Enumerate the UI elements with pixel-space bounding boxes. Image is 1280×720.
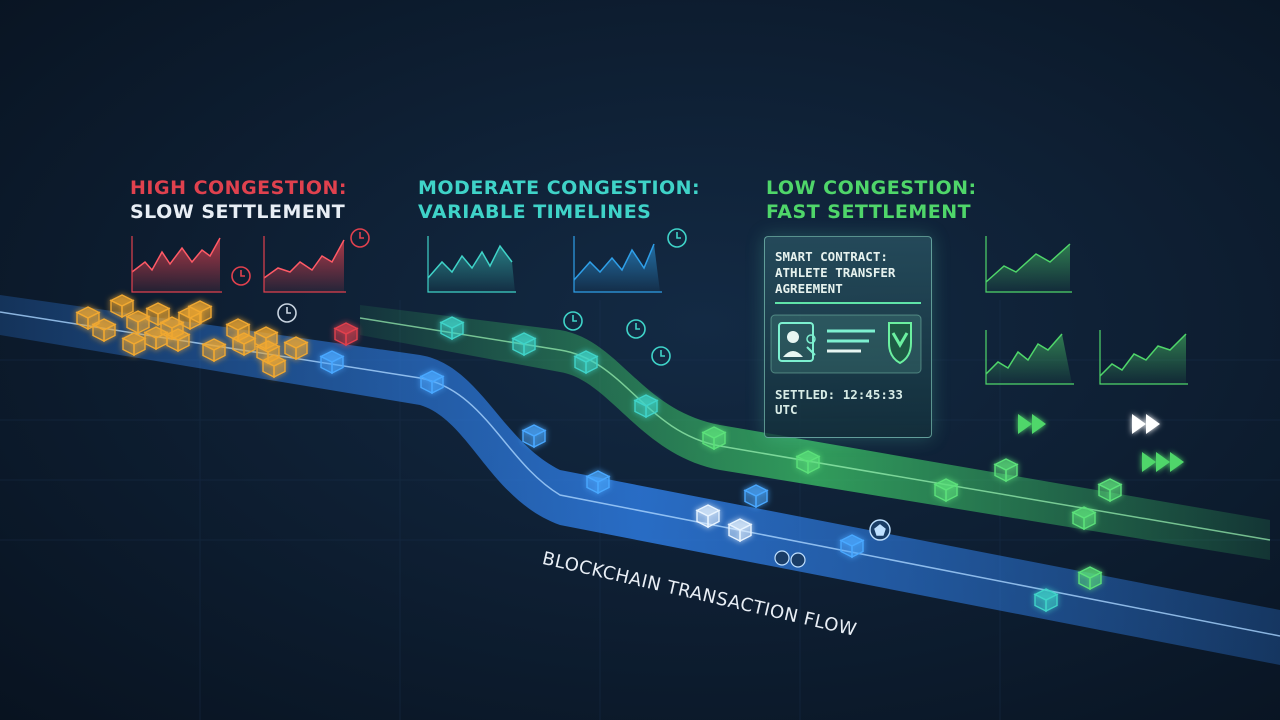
transaction-blocks xyxy=(75,294,1123,613)
block-cube-icon xyxy=(261,354,287,379)
heading-high-line2: SLOW SETTLEMENT xyxy=(130,201,346,223)
soccer-ball-icon xyxy=(774,550,806,568)
smart-contract-card: SMART CONTRACT: ATHLETE TRANSFER AGREEME… xyxy=(764,236,932,438)
block-cube-icon xyxy=(125,310,151,335)
block-cube-icon xyxy=(585,470,611,495)
fast-forward-icon xyxy=(1018,414,1046,434)
athlete-icon xyxy=(778,322,816,362)
heading-moderate-line1: MODERATE CONGESTION: xyxy=(418,177,701,199)
block-cube-icon xyxy=(231,332,257,357)
block-cube-icon xyxy=(701,426,727,451)
heading-low-line2: FAST SETTLEMENT xyxy=(766,201,972,223)
block-cube-icon xyxy=(165,328,191,353)
block-cube-icon xyxy=(727,518,753,543)
chart-high-1 xyxy=(131,236,222,293)
chart-low-1 xyxy=(985,236,1072,293)
block-cube-icon xyxy=(695,504,721,529)
chart-low-3 xyxy=(1099,330,1188,385)
block-cube-icon xyxy=(573,350,599,375)
block-cube-icon xyxy=(109,294,135,319)
clock-icon xyxy=(563,311,583,331)
block-cube-icon xyxy=(253,326,279,351)
block-cube-icon xyxy=(795,450,821,475)
block-cube-icon xyxy=(439,316,465,341)
block-cube-icon xyxy=(521,424,547,449)
contract-body xyxy=(770,302,922,374)
clock-icon xyxy=(277,303,297,323)
chart-high-2 xyxy=(263,236,346,293)
fast-forward-icon xyxy=(1142,452,1184,472)
block-cube-icon xyxy=(145,302,171,327)
shield-icon xyxy=(888,322,912,365)
block-cube-icon xyxy=(187,300,213,325)
block-cube-icon xyxy=(1097,478,1123,503)
block-cube-icon xyxy=(511,332,537,357)
heading-high-line1: HIGH CONGESTION: xyxy=(130,177,348,199)
block-cube-icon xyxy=(839,534,865,559)
clock-icon xyxy=(667,228,687,248)
heading-high-congestion: HIGH CONGESTION: SLOW SETTLEMENT xyxy=(130,176,347,224)
block-cube-icon xyxy=(121,332,147,357)
block-cube-icon xyxy=(319,350,345,375)
contract-title: SMART CONTRACT: ATHLETE TRANSFER AGREEME… xyxy=(775,249,896,296)
chart-moderate-1 xyxy=(427,236,516,293)
clock-icons xyxy=(231,228,687,366)
chart-moderate-2 xyxy=(573,236,662,293)
blue-stream xyxy=(0,295,1280,665)
block-cube-icon xyxy=(1033,588,1059,613)
settlement-timestamp: SETTLED: 12:45:33 UTC xyxy=(775,387,903,417)
block-cube-icon xyxy=(743,484,769,509)
block-cube-icon xyxy=(933,478,959,503)
block-cube-icon xyxy=(633,394,659,419)
block-cube-icon xyxy=(143,326,169,351)
block-cube-icon xyxy=(993,458,1019,483)
block-cube-icon xyxy=(1071,506,1097,531)
clock-icon xyxy=(350,228,370,248)
block-cube-icon xyxy=(283,336,309,361)
block-cube-icon xyxy=(91,318,117,343)
block-cube-icon xyxy=(419,370,445,395)
heading-low-congestion: LOW CONGESTION: FAST SETTLEMENT xyxy=(766,176,977,224)
fast-forward-icon xyxy=(1132,414,1160,434)
chart-low-2 xyxy=(985,330,1074,385)
block-cube-icon xyxy=(75,306,101,331)
soccer-ball-icon xyxy=(869,519,891,541)
clock-icon xyxy=(626,319,646,339)
block-cube-icon xyxy=(333,322,359,347)
clock-icon xyxy=(231,266,251,286)
heading-moderate-line2: VARIABLE TIMELINES xyxy=(418,201,652,223)
block-cube-icon xyxy=(1077,566,1103,591)
block-cube-icon xyxy=(201,338,227,363)
clock-icon xyxy=(651,346,671,366)
heading-low-line1: LOW CONGESTION: xyxy=(766,177,977,199)
heading-moderate-congestion: MODERATE CONGESTION: VARIABLE TIMELINES xyxy=(418,176,700,224)
